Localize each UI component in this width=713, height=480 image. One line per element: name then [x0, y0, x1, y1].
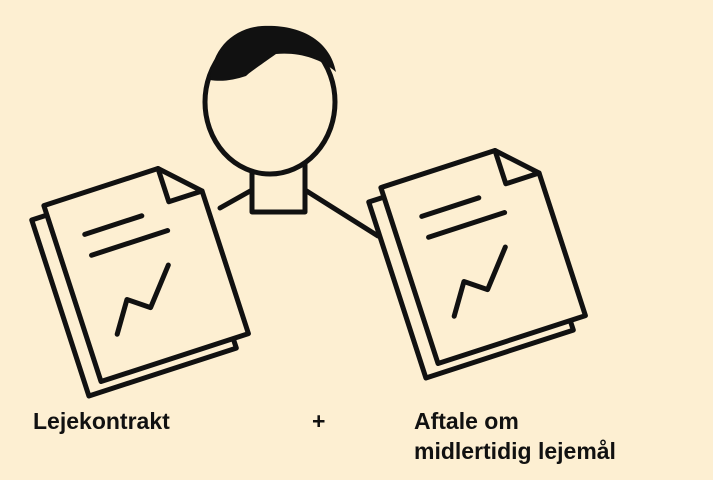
- label-aftale: Aftale om midlertidig lejemål: [414, 406, 616, 466]
- person-icon: [205, 26, 336, 212]
- document-stack-icon-right: [366, 140, 589, 378]
- illustration: [0, 0, 713, 400]
- label-lejekontrakt: Lejekontrakt: [33, 406, 170, 436]
- label-aftale-line2: midlertidig lejemål: [414, 436, 616, 466]
- plus-sign: +: [312, 406, 325, 436]
- label-aftale-line1: Aftale om: [414, 406, 616, 436]
- document-stack-icon-left: [29, 158, 252, 396]
